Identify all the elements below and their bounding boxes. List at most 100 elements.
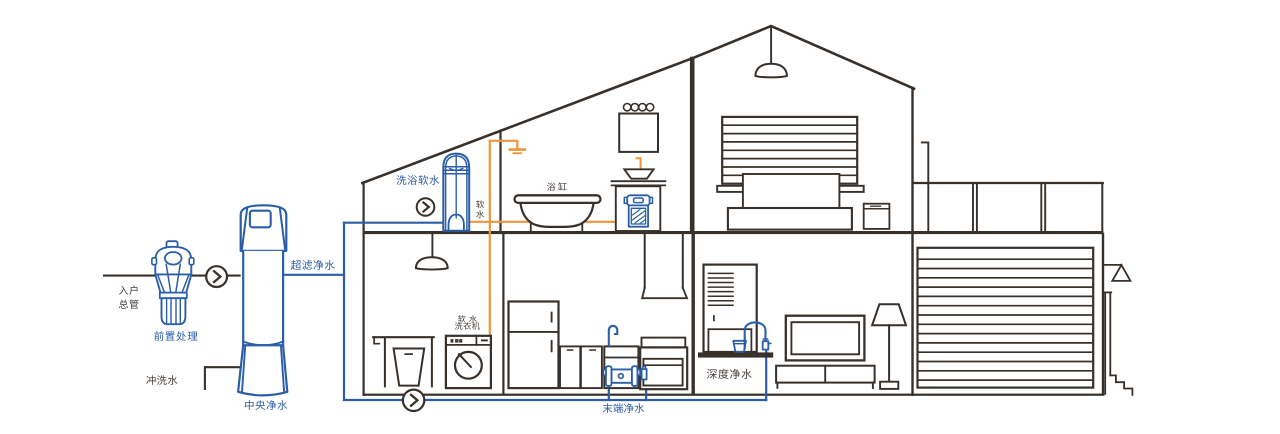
dispenser-vent-grille bbox=[707, 272, 734, 307]
softener-boot bbox=[447, 213, 465, 232]
prefilter-gauge bbox=[163, 251, 183, 266]
trash-bin bbox=[392, 347, 426, 387]
left-roof-slope bbox=[360, 56, 694, 185]
vanity bbox=[610, 102, 667, 232]
terrace-vent-pipe bbox=[920, 141, 930, 232]
pump-icons bbox=[205, 197, 436, 413]
tv-frame bbox=[784, 314, 866, 362]
label-soft-water-washer: 软 水洗衣机 bbox=[454, 315, 481, 333]
bedroom-lamp-shade bbox=[754, 62, 788, 79]
furniture bbox=[372, 26, 1134, 396]
oven bbox=[639, 336, 689, 391]
range-hood bbox=[640, 233, 689, 300]
pipe-flush-drain bbox=[203, 366, 241, 391]
garage-door bbox=[916, 246, 1095, 389]
tv bbox=[784, 314, 866, 362]
pump-arrow-icon-attic bbox=[415, 197, 436, 217]
prefilter-ear-right bbox=[188, 256, 195, 266]
under-sink-purifier-device bbox=[602, 365, 648, 387]
ground-line bbox=[362, 393, 1105, 396]
label-central-purifier: 中央净水 bbox=[244, 398, 288, 414]
vanity-light-2 bbox=[630, 102, 640, 112]
label-inlet-main: 入户总管 bbox=[119, 283, 140, 310]
bed-headboard bbox=[741, 173, 841, 209]
outdoor-steps bbox=[1109, 374, 1134, 396]
floor-lamp-shade bbox=[870, 303, 908, 327]
vanity-light-3 bbox=[637, 102, 647, 112]
blind-slats bbox=[721, 124, 859, 177]
second-floor-slab bbox=[362, 231, 1104, 235]
side-table bbox=[372, 336, 435, 388]
washer-door-handle bbox=[457, 352, 473, 369]
washer-button-2 bbox=[455, 339, 459, 343]
purifier-skirt-lines bbox=[240, 344, 286, 394]
washer-button-1 bbox=[450, 339, 454, 343]
floor-lamp bbox=[870, 303, 908, 390]
dispenser-counter bbox=[698, 352, 774, 358]
pump-arrow-icon-floor bbox=[401, 388, 426, 413]
prefilter-bowl bbox=[160, 297, 187, 326]
vanity-device-display bbox=[632, 197, 644, 204]
label-bath-softener: 洗浴软水 bbox=[396, 172, 440, 188]
washing-machine bbox=[444, 334, 492, 390]
label-bathtub: 浴缸 bbox=[546, 180, 570, 193]
pump-floor-circle bbox=[401, 388, 426, 413]
central-purifier-device bbox=[237, 204, 289, 397]
dispenser-cabinet bbox=[702, 263, 758, 354]
pre-filter-device bbox=[151, 240, 195, 326]
vanity-mirror bbox=[618, 112, 660, 153]
floor-lamp-base bbox=[879, 380, 900, 390]
prefilter-bowl-ribs bbox=[165, 298, 181, 325]
nightstand bbox=[862, 202, 891, 230]
terminal-nub-left bbox=[602, 368, 607, 377]
vanity-light-1 bbox=[622, 102, 632, 112]
gable-roof bbox=[690, 24, 916, 91]
dispenser-fitting-spout bbox=[762, 338, 772, 345]
hood-canopy bbox=[640, 286, 689, 300]
label-ultrafiltration: 超滤净水 bbox=[290, 256, 336, 273]
softener-eyes bbox=[448, 167, 464, 171]
vanity-light-4 bbox=[645, 102, 655, 112]
pump-attic-chevron bbox=[421, 200, 431, 214]
garage-door-frame bbox=[916, 246, 1095, 389]
pump-arrow-icon-yard bbox=[205, 265, 229, 289]
oven-body bbox=[639, 346, 689, 391]
prefilter-body-lines bbox=[156, 263, 190, 295]
terminal-outlet-fitting bbox=[640, 368, 648, 381]
sink-faucet bbox=[607, 324, 619, 348]
bathtub-rim bbox=[513, 194, 602, 205]
dispenser-device bbox=[732, 321, 772, 353]
vanity-device-label bbox=[630, 207, 647, 225]
pump-yard-chevron bbox=[212, 269, 223, 284]
cabinet-1 bbox=[559, 345, 582, 390]
outdoor-wall-lamp bbox=[1102, 263, 1132, 282]
terminal-flange-left bbox=[604, 365, 613, 387]
terminal-nub-right bbox=[636, 368, 641, 377]
vanity-purifier-device bbox=[623, 194, 654, 228]
dispenser-cabinet-box bbox=[702, 263, 758, 354]
kitchen-cabinets bbox=[559, 345, 603, 390]
terminal-flange-right bbox=[630, 365, 639, 387]
label-flush-water: 冲洗水 bbox=[145, 372, 179, 387]
purifier-cap-facets bbox=[240, 206, 287, 252]
terminal-rails bbox=[610, 368, 633, 384]
label-soft-water: 软水 bbox=[474, 198, 487, 219]
terminal-center-cap bbox=[617, 372, 625, 380]
purifier-display bbox=[248, 209, 272, 229]
prefilter-ear-left bbox=[151, 256, 158, 266]
side-table-hook bbox=[373, 337, 381, 345]
pump-attic-circle bbox=[415, 197, 436, 217]
kitchen-pendant-lamp bbox=[414, 233, 449, 271]
label-terminal-purifier: 末端净水 bbox=[602, 399, 645, 415]
fridge bbox=[507, 300, 560, 390]
oven-top-panel bbox=[640, 336, 687, 349]
pump-yard-circle bbox=[205, 265, 229, 289]
vanity-device-cap bbox=[626, 194, 651, 207]
label-inlet-main-line1: 入户 bbox=[118, 282, 140, 297]
garage-door-slats bbox=[916, 258, 1095, 381]
pipe-shower-branch bbox=[488, 139, 519, 150]
label-washer-line2: 洗衣机 bbox=[454, 320, 481, 333]
label-deep-purifier: 深度净水 bbox=[706, 366, 753, 383]
